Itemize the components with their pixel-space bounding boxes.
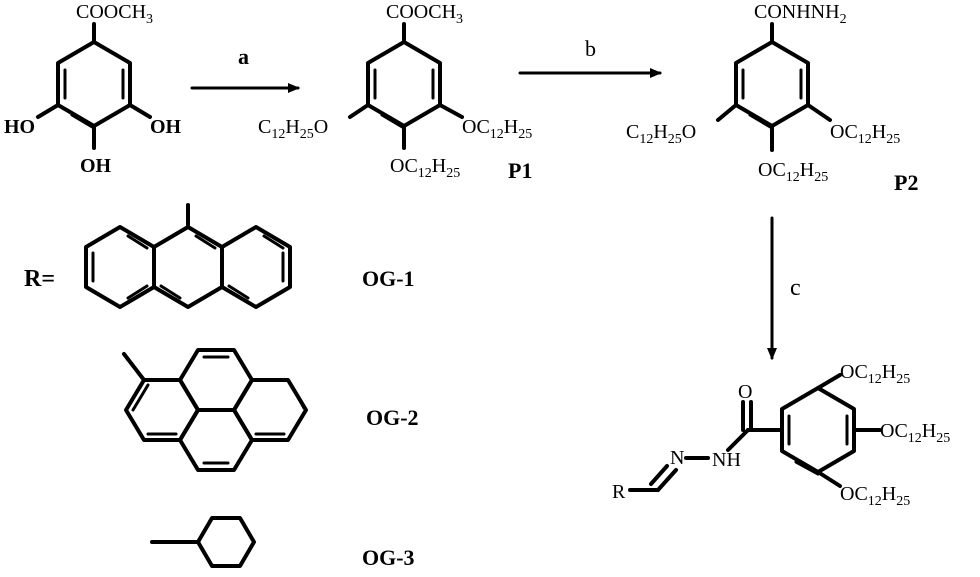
p2-label: P2 (894, 170, 918, 195)
p2-bottom-alkoxy: OC12H25 (758, 159, 828, 185)
cyclohexyl-group: OG-3 (150, 516, 415, 570)
p2-left-alkoxy: C12H25O (626, 121, 696, 147)
carbonyl-oxygen: O (738, 381, 752, 403)
final-product: O NH N R OC12H25 OC12H25 OC12H25 (612, 361, 950, 509)
r-group-label: R (612, 481, 626, 503)
r-equals-label: R= (24, 266, 55, 292)
p1-left-alkoxy: C12H25O (258, 116, 328, 142)
og1-label: OG-1 (362, 266, 415, 291)
product-bottom-alkoxy: OC12H25 (840, 483, 910, 509)
p1-ester-label: COOCH3 (386, 1, 463, 27)
oh-bottom-label: OH (80, 155, 112, 177)
step-b-label: b (585, 36, 596, 61)
methyl-gallate: COOCH3 HO OH OH (4, 1, 182, 177)
product-top-alkoxy: OC12H25 (840, 361, 910, 387)
ester-label: COOCH3 (76, 1, 153, 27)
nh-label: NH (712, 449, 741, 471)
p1-bottom-alkoxy: OC12H25 (390, 155, 460, 181)
og3-label: OG-3 (362, 545, 415, 570)
step-a-label: a (238, 44, 249, 69)
compound-p2: CONHNH2 C12H25O OC12H25 OC12H25 P2 (626, 1, 918, 195)
product-middle-alkoxy: OC12H25 (880, 420, 950, 446)
og2-label: OG-2 (366, 405, 419, 430)
oh-right-label: OH (150, 116, 182, 138)
step-c-label: c (790, 275, 801, 301)
p1-right-alkoxy: OC12H25 (462, 116, 532, 142)
hydrazide-label: CONHNH2 (754, 1, 847, 27)
p1-label: P1 (508, 158, 532, 183)
pyrene-group: OG-2 (122, 348, 419, 472)
p2-right-alkoxy: OC12H25 (830, 121, 900, 147)
ho-left-label: HO (4, 116, 35, 138)
anthracene-group: OG-1 (84, 203, 415, 309)
imine-n-label: N (670, 447, 684, 469)
compound-p1: COOCH3 C12H25O OC12H25 OC12H25 P1 (258, 1, 532, 183)
